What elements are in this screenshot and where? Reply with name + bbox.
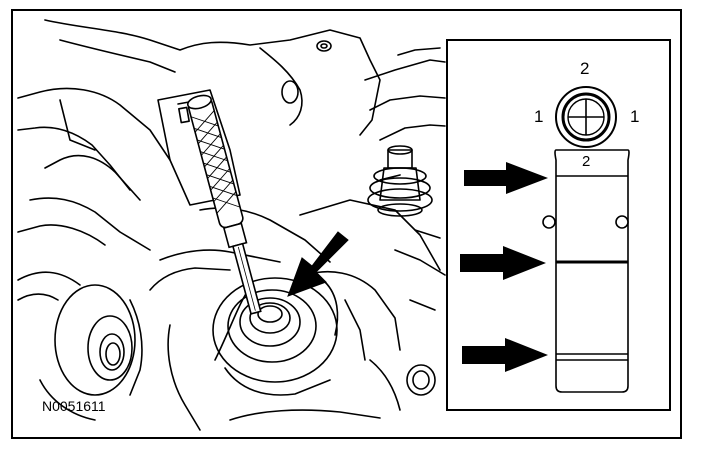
indicator-arrow-upper bbox=[464, 162, 548, 194]
inset-right-label: 1 bbox=[630, 107, 639, 126]
tool-handle bbox=[186, 94, 262, 315]
inset-tappet-label: 2 bbox=[582, 153, 590, 170]
inset-top-label: 2 bbox=[580, 59, 589, 78]
lifter-side-view bbox=[542, 149, 630, 393]
indicator-arrow-middle bbox=[460, 246, 546, 280]
diagram-id-label: N0051611 bbox=[42, 398, 106, 414]
pointer-arrow bbox=[287, 231, 349, 297]
inset-left-label: 1 bbox=[534, 107, 543, 126]
indicator-arrow-lower bbox=[462, 338, 548, 372]
lifter-top-view bbox=[555, 86, 617, 148]
inset-panel: 2 1 1 2 bbox=[446, 39, 671, 411]
cylinder-head-illustration bbox=[17, 19, 446, 431]
